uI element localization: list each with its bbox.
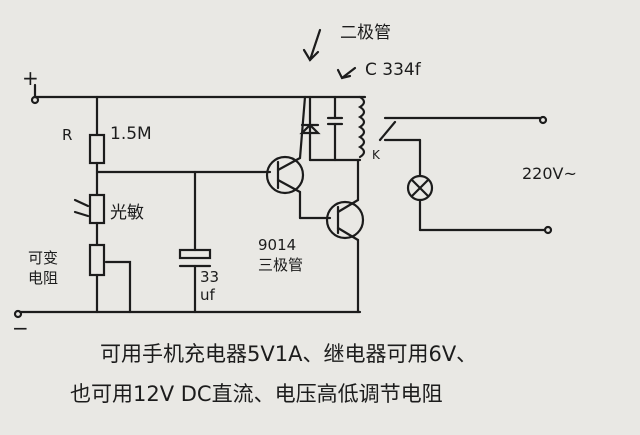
label-mains: 220V~ xyxy=(522,164,577,183)
variable-resistor xyxy=(88,243,106,277)
resistor-r xyxy=(88,133,106,165)
label-transistor: 9014 三极管 xyxy=(258,236,304,274)
label-r-value: 1.5M xyxy=(110,124,152,144)
label-r: R xyxy=(62,126,73,144)
label-minus: − xyxy=(12,316,29,340)
note-line-1: 可用手机充电器5V1A、继电器可用6V、 xyxy=(100,342,478,366)
label-diode: 二极管 xyxy=(340,23,391,43)
relay-coil xyxy=(357,95,366,159)
transistor-1 xyxy=(265,155,305,195)
label-capacitor-c: C 334f xyxy=(365,60,421,80)
photoresistor xyxy=(88,193,106,225)
label-photoresistor: 光敏 xyxy=(110,203,144,223)
transistor-2-9014 xyxy=(325,200,365,240)
note-line-2: 也可用12V DC直流、电压高低调节电阻 xyxy=(70,382,443,406)
label-cap-value: 33 uf xyxy=(200,268,220,304)
label-relay-k: K xyxy=(372,148,380,162)
label-plus: + xyxy=(22,66,39,90)
label-variable-resistor: 可变 电阻 xyxy=(28,249,59,287)
